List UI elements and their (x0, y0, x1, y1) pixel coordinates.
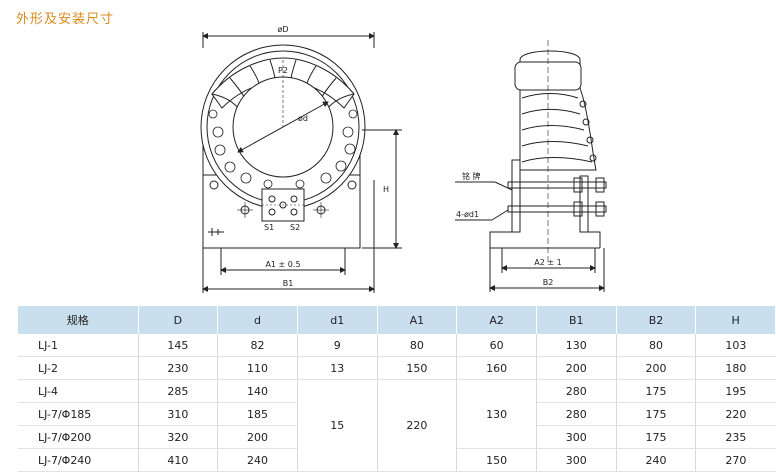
dim-B1-label: B1 (283, 279, 294, 288)
table-row: LJ-4 285 140 15 220 130 280 175 195 (18, 379, 776, 472)
cell-B2: 240 (616, 448, 697, 472)
cell-model: LJ-7/Φ185 (18, 402, 139, 426)
dim-d-label: ød (298, 114, 308, 123)
cell-model: LJ-2 (18, 356, 139, 380)
cell-H: 270 (695, 448, 776, 472)
cell-A1: 80 (377, 334, 458, 357)
table-header-row: 规格 D d d1 A1 A2 B1 B2 H (18, 306, 776, 334)
header-d1: d1 (297, 306, 378, 334)
header-B2: B2 (616, 306, 697, 334)
nameplate-label: 铭 牌 (462, 171, 481, 181)
dim-D-label: øD (277, 25, 288, 34)
table-row: LJ-7/Φ200 320 200 300 175 235 (18, 425, 776, 449)
cell-d: 140 (217, 379, 298, 403)
cell-B2: 80 (616, 334, 697, 357)
cell-d: 185 (217, 402, 298, 426)
cell-H: 180 (695, 356, 776, 380)
table-row: LJ-7/Φ240 410 240 150 300 240 270 (18, 448, 776, 472)
table-row: LJ-1 145 82 9 80 60 130 80 103 (18, 334, 776, 357)
header-D: D (138, 306, 219, 334)
cell-d: 200 (217, 425, 298, 449)
cell-H: 103 (695, 334, 776, 357)
cell-A2: 60 (456, 334, 537, 357)
p2-label: P2 (278, 66, 288, 75)
cell-model: LJ-7/Φ240 (18, 448, 139, 472)
front-view (200, 32, 402, 293)
cell-H: 235 (695, 425, 776, 449)
cell-d: 240 (217, 448, 298, 472)
cell-D: 145 (138, 334, 219, 357)
cell-model: LJ-4 (18, 379, 139, 403)
cell-A1: 150 (377, 356, 458, 380)
s2-label: S2 (290, 223, 300, 232)
cell-d: 82 (217, 334, 298, 357)
cell-model: LJ-1 (18, 334, 139, 357)
dim-H-label: H (383, 185, 389, 194)
cell-d1: 9 (297, 334, 378, 357)
cell-D: 310 (138, 402, 219, 426)
cell-B2: 175 (616, 379, 697, 403)
cell-A2: 160 (456, 356, 537, 380)
header-H: H (695, 306, 776, 334)
cell-B1: 300 (536, 425, 617, 449)
cell-B1: 130 (536, 334, 617, 357)
header-A2: A2 (456, 306, 537, 334)
cell-D: 230 (138, 356, 219, 380)
header-A1: A1 (377, 306, 458, 334)
dim-A1-label: A1 ± 0.5 (265, 260, 300, 269)
header-d: d (217, 306, 298, 334)
cell-d1-merged: 15 (297, 379, 378, 472)
cell-D: 320 (138, 425, 219, 449)
cell-B1: 300 (536, 448, 617, 472)
dim-A2-label: A2 ± 1 (534, 258, 561, 267)
cell-d: 110 (217, 356, 298, 380)
cell-B2: 200 (616, 356, 697, 380)
cell-A1-merged: 220 (377, 379, 458, 472)
cell-D: 285 (138, 379, 219, 403)
dimension-drawing: øD P2 ød S1 S2 H A1 ± 0.5 B1 (200, 25, 607, 293)
cell-model: LJ-7/Φ200 (18, 425, 139, 449)
cell-H: 195 (695, 379, 776, 403)
cell-B1: 280 (536, 379, 617, 403)
table-row: LJ-2 230 110 13 150 160 200 200 180 (18, 356, 776, 380)
cell-A2-merged: 130 (456, 379, 537, 449)
cell-B2: 175 (616, 425, 697, 449)
cell-B2: 175 (616, 402, 697, 426)
header-B1: B1 (536, 306, 617, 334)
spec-table: 规格 D d d1 A1 A2 B1 B2 H LJ-1 145 82 9 80… (18, 306, 776, 472)
cell-A2: 150 (456, 448, 537, 472)
holes-label: 4-ød1 (456, 210, 479, 219)
side-view (455, 40, 607, 292)
header-model: 规格 (18, 306, 139, 334)
dim-B2-label: B2 (543, 278, 554, 287)
cell-D: 410 (138, 448, 219, 472)
cell-B1: 200 (536, 356, 617, 380)
page-title: 外形及安装尺寸 (16, 12, 115, 27)
cell-B1: 280 (536, 402, 617, 426)
table-row: LJ-7/Φ185 310 185 280 175 220 (18, 402, 776, 426)
s1-label: S1 (264, 223, 274, 232)
cell-H: 220 (695, 402, 776, 426)
cell-d1: 13 (297, 356, 378, 380)
